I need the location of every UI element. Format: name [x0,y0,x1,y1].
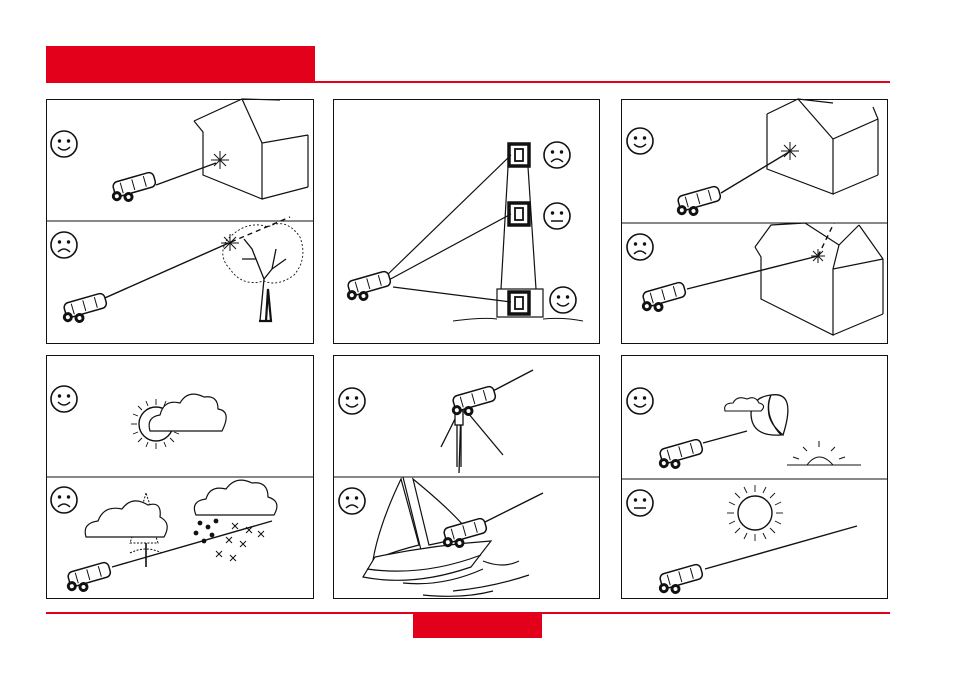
binoculars-icon [108,171,159,206]
binoculars-icon [343,270,394,305]
frown-icon [544,142,570,168]
reflector-icon [509,144,529,166]
reflector-icon [509,203,529,225]
frown-icon [339,488,365,514]
smile-icon [51,131,77,157]
house-icon [194,99,308,199]
house-icon [767,99,878,194]
neutral-icon [544,203,570,229]
sunset-icon [787,441,861,465]
cloud-icon [149,394,226,431]
panel-stability [333,355,600,599]
neutral-icon [627,490,653,516]
binoculars-icon [59,292,110,327]
panel-light-art [621,355,888,599]
binoculars-icon [448,385,499,420]
panel-light [621,355,888,599]
panel-house-corner [621,99,888,344]
smile-icon [550,287,576,313]
binoculars-icon [638,281,689,316]
binoculars-icon [673,185,724,220]
cloud-icon [194,480,277,515]
panel-weather-art [46,355,314,599]
cloud-icon [85,501,167,537]
header-accent-bar [46,46,315,81]
footer-accent-bar [413,614,542,638]
binoculars-icon [655,438,706,473]
panel-reflector-distance-art [333,99,600,344]
header-rule [46,81,890,83]
binoculars-icon [63,561,114,596]
panel-house-corner-art [621,99,888,344]
panel-stability-art [333,355,600,599]
target-spark-icon [781,142,799,160]
panel-weather [46,355,314,599]
frown-icon [51,487,77,513]
smile-icon [627,128,653,154]
smile-icon [339,388,365,414]
sun-icon [727,485,783,541]
tripod-icon [441,407,503,473]
smile-icon [627,388,653,414]
smile-icon [51,386,77,412]
frown-icon [627,234,653,260]
snow-icon [216,523,264,561]
panel-reflector-distance [333,99,600,344]
panel-house-target-art [46,99,314,344]
house-icon [755,223,883,335]
binoculars-icon [655,563,706,598]
frown-icon [51,232,77,258]
target-spark-icon [221,234,239,251]
panel-house-target [46,99,314,344]
reflector-icon [509,292,529,314]
target-spark-icon [811,249,825,263]
target-spark-icon [211,151,229,169]
